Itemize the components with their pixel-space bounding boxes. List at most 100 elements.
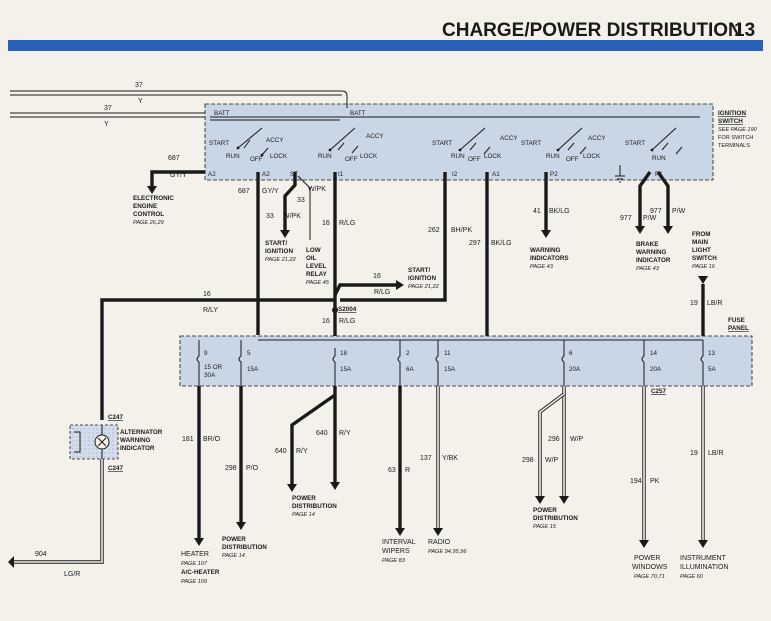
svg-text:PAGE 21,22: PAGE 21,22 [265,257,297,263]
svg-text:CONTROL: CONTROL [133,211,164,218]
switch-accy-4: ACCY [588,135,606,142]
dest-radio: RADIO PAGE 94,95,96 [428,539,467,555]
svg-text:5: 5 [247,350,251,357]
svg-text:PAGE 14: PAGE 14 [292,512,315,518]
dest-brake-warning-indicator: BRAKE WARNING INDICATOR PAGE 43 [636,241,671,272]
wire-297-label: 297 [469,240,481,247]
wire-687-eec [150,170,205,188]
dest-heater: HEATER PAGE 107 A/C-HEATER PAGE 109 [181,551,220,585]
ignition-switch-title-1: IGNITION [718,110,746,117]
wire-19-label-a: 19 [690,300,698,307]
wire-687-label-a: 687 [168,155,180,162]
connector-c247-bottom: C247 [108,465,124,472]
ignition-switch-see-2: FOR SWITCH [718,135,753,141]
svg-text:PAGE 107: PAGE 107 [181,561,208,567]
wire-lbr-label-a: LB/R [707,300,723,307]
wire-977-label-a: 977 [620,215,632,222]
alternator-label-3: INDICATOR [120,445,155,452]
wire-63-label: 63 [388,467,396,474]
svg-text:11: 11 [444,350,451,357]
svg-text:IGNITION: IGNITION [265,248,293,255]
wire-bklg-label: BK/LG [491,240,512,247]
svg-text:MAIN: MAIN [692,239,709,246]
wire-pk-label: PK [650,478,660,485]
fuse-panel-box [179,335,753,387]
switch-accy-1: ACCY [266,137,284,144]
wire-y-label-1: Y [138,98,143,105]
switch-off-4: OFF [566,156,579,163]
wire-904-label: 904 [35,551,47,558]
svg-text:DISTRIBUTION: DISTRIBUTION [292,503,337,510]
svg-text:IGNITION: IGNITION [408,275,436,282]
wire-19-label-b: 19 [690,450,698,457]
wire-ry-label-b: R/Y [339,430,351,437]
wire-wpk-label-b: W/PK [283,213,301,220]
switch-lock-3: LOCK [484,153,502,160]
switch-off-3: OFF [468,156,481,163]
svg-text:PAGE 15: PAGE 15 [533,524,557,530]
svg-text:PAGE 21,22: PAGE 21,22 [408,284,440,290]
svg-text:14: 14 [650,350,658,357]
dest-power-windows: POWER WINDOWS PAGE 70,71 [632,555,668,580]
switch-off-2: OFF [345,156,358,163]
svg-text:LIGHT: LIGHT [692,247,711,254]
svg-text:DISTRIBUTION: DISTRIBUTION [533,515,578,522]
wire-16-start-ign [333,283,398,296]
svg-text:ENGINE: ENGINE [133,203,157,210]
wire-977-a [638,171,652,228]
wire-bro-label: BR/O [203,436,221,443]
svg-text:SWITCH: SWITCH [692,255,717,262]
dest-start-ignition-1: START/ IGNITION PAGE 21,22 [265,240,297,263]
wire-977-label-b: 977 [650,208,662,215]
svg-text:RELAY: RELAY [306,271,328,278]
dest-power-distribution-2: POWER DISTRIBUTION PAGE 14 [222,536,267,559]
ignition-switch-title-2: SWITCH [718,118,743,125]
ignition-switch-see-1: SEE PAGE 190 [718,127,758,133]
wire-rlg-label-a: R/LG [339,220,355,227]
header-bar [8,40,763,51]
switch-accy-3: ACCY [500,135,518,142]
wire-16-label-c: 16 [203,291,211,298]
svg-text:PAGE 43: PAGE 43 [530,264,554,270]
wire-rlg-label-c: R/LG [339,318,355,325]
svg-text:PAGE 60: PAGE 60 [680,574,704,580]
svg-text:PAGE 70,71: PAGE 70,71 [634,574,665,580]
svg-text:OIL: OIL [306,255,317,262]
wire-33-start [283,172,297,232]
terminal-a2-left: A2 [208,171,216,178]
svg-text:18: 18 [340,350,348,357]
alternator-indicator-box [69,424,119,460]
wire-37-label-2: 37 [104,105,112,112]
splice-label: S2004 [338,306,357,313]
svg-text:POWER: POWER [222,536,246,543]
connector-c257: C257 [651,388,667,395]
switch-start-1: START [209,140,229,147]
svg-text:INDICATOR: INDICATOR [636,257,671,264]
terminal-i2: I2 [452,171,458,178]
switch-accy-2: ACCY [366,133,384,140]
svg-text:PAGE 45: PAGE 45 [306,280,330,286]
terminal-p2: P2 [550,171,558,178]
wire-296-label: 296 [548,436,560,443]
fuse-panel-title-2: PANEL [728,325,749,332]
svg-text:5A: 5A [708,366,717,373]
fuse-2: 2 6A [397,348,415,386]
alternator-label-2: WARNING [120,437,151,444]
wire-33-label-a: 33 [297,197,305,204]
wire-po-label: P/O [246,465,259,472]
svg-text:9: 9 [204,350,208,357]
svg-text:DISTRIBUTION: DISTRIBUTION [222,544,267,551]
switch-contact-4 [557,127,587,155]
wire-pw-label-a: P/W [643,215,657,222]
svg-text:15A: 15A [247,366,259,373]
wire-33-low-oil [297,175,311,240]
dest-low-oil-level-relay: LOW OIL LEVEL RELAY PAGE 45 [306,247,330,286]
wire-bklg2-label: BK/LG [549,208,570,215]
dest-main-light-switch: FROM MAIN LIGHT SWITCH PAGE 16 [692,231,717,270]
wire-16-label-b: 16 [373,273,381,280]
svg-text:WIPERS: WIPERS [382,548,410,555]
svg-text:ELECTRONIC: ELECTRONIC [133,195,174,202]
svg-text:15 OR: 15 OR [204,364,223,371]
wire-wp-label-b: W/P [545,457,559,464]
